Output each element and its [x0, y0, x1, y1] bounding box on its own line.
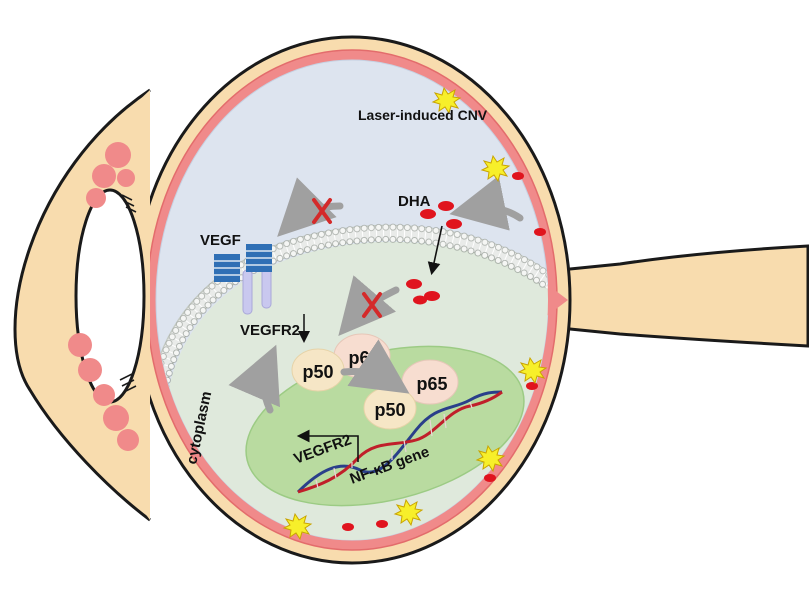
- red-oval-icon: [342, 523, 354, 531]
- vegfr2-receptor-label: VEGFR2: [240, 322, 300, 339]
- yellow-burst-icon: [393, 498, 424, 527]
- red-oval-icon: [484, 474, 496, 482]
- red-oval-icon: [424, 291, 440, 301]
- dha-entry-arrow: [427, 225, 443, 276]
- red-oval-icon: [446, 219, 462, 229]
- p65-label: p65: [348, 348, 379, 368]
- transcription-arrow: [296, 429, 359, 462]
- red-oval-icon: [438, 201, 454, 211]
- vegfr2-receptor: [242, 263, 272, 315]
- red-x-icon: [312, 198, 332, 224]
- yellow-burst-icon: [475, 444, 506, 473]
- zonule-fibers: [119, 194, 137, 393]
- red-oval-icon: [526, 382, 538, 390]
- p50-p65-nucleus: p50 p65: [363, 359, 459, 430]
- vegf-label: VEGF: [200, 232, 241, 249]
- red-oval-icon: [413, 295, 427, 305]
- arrow-dha-in: [449, 175, 524, 231]
- vegf-ligand: [214, 244, 272, 282]
- p50-label: p50: [302, 362, 333, 382]
- p50-nucleus-label: p50: [374, 400, 405, 420]
- arrow-translocation: [340, 339, 410, 394]
- optic-disc: [544, 282, 568, 318]
- signal-arrows: [228, 175, 524, 414]
- yellow-burst-icon: [480, 154, 511, 183]
- red-oval-icon: [376, 520, 388, 528]
- dha-molecules: [342, 172, 546, 531]
- red-x-icon: [362, 292, 382, 318]
- red-oval-icon: [406, 279, 422, 289]
- arrow-vegf-blocked: [277, 177, 344, 237]
- yellow-burst-icon: [431, 86, 462, 115]
- laser-cnv-label: Laser-induced CNV: [358, 107, 488, 123]
- yellow-burst-icon: [282, 512, 313, 541]
- dna-helix-icon: [296, 390, 503, 494]
- red-oval-icon: [512, 172, 524, 180]
- optic-nerve: [558, 244, 809, 348]
- yellow-burst-icon: [517, 356, 548, 385]
- red-oval-icon: [420, 209, 436, 219]
- red-oval-icon: [534, 228, 546, 236]
- arrow-translation: [228, 344, 280, 414]
- anterior-segment: [13, 88, 151, 522]
- p65-nucleus-label: p65: [416, 374, 447, 394]
- dha-label: DHA: [398, 193, 431, 210]
- laser-bursts: [282, 86, 548, 541]
- ciliary-body: [68, 142, 139, 451]
